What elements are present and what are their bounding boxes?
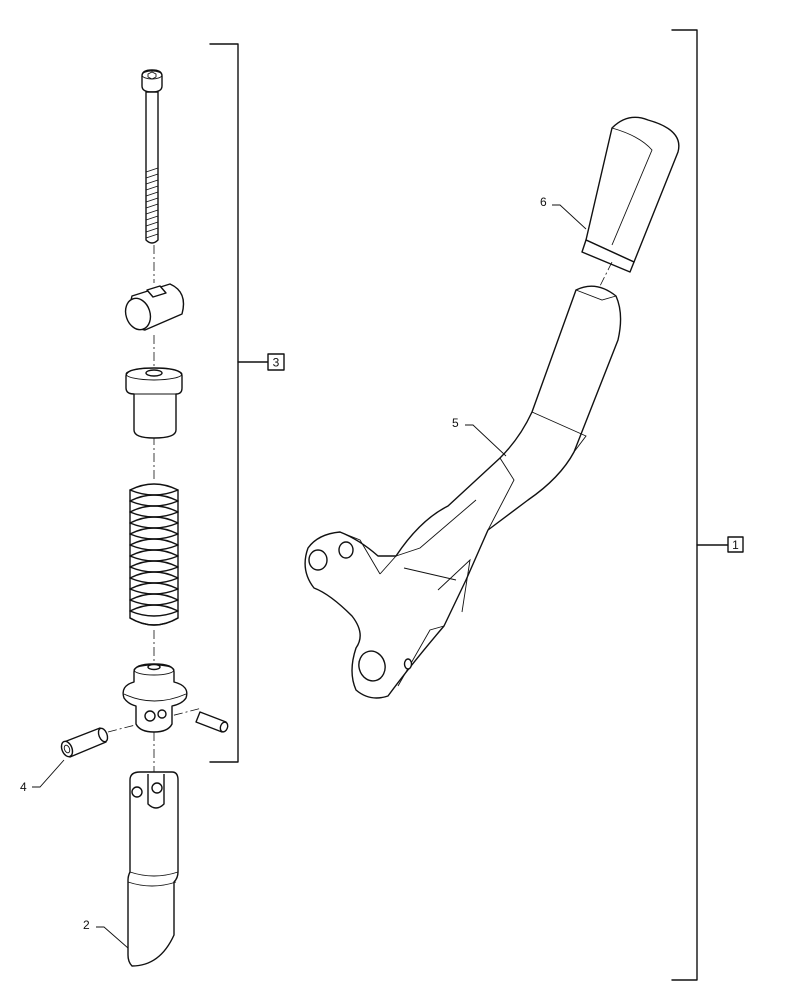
leader-item-4: [32, 759, 65, 788]
leader-item-2: [96, 926, 129, 949]
bracket-item-1: [671, 29, 729, 981]
callout-6-label: 6: [540, 195, 547, 209]
leader-item-5: [465, 424, 507, 457]
roll-pin-right: [195, 711, 229, 733]
compression-spring: [129, 483, 179, 626]
cap-screw: [141, 69, 163, 244]
pedal-arm-item-5: [304, 285, 622, 699]
flanged-bushing: [125, 367, 183, 439]
leader-item-6: [552, 204, 587, 230]
callout-5-label: 5: [452, 416, 459, 430]
cross-pin: [124, 283, 185, 331]
callout-3-label: 3: [273, 356, 280, 370]
roll-pin-item-4: [60, 727, 109, 758]
callout-1-label: 1: [732, 538, 739, 552]
lever-rod-item-2: [127, 771, 179, 967]
callout-box-1[interactable]: 1: [727, 536, 744, 553]
clevis-collar: [122, 663, 188, 733]
centerline-left: [107, 245, 203, 775]
pedal-pad-item-6: [581, 116, 680, 273]
bracket-item-3: [209, 43, 269, 763]
callout-2-label: 2: [83, 918, 90, 932]
callout-4-label: 4: [20, 780, 27, 794]
callout-box-3[interactable]: 3: [267, 353, 285, 371]
centerline-pedal: [597, 261, 613, 291]
